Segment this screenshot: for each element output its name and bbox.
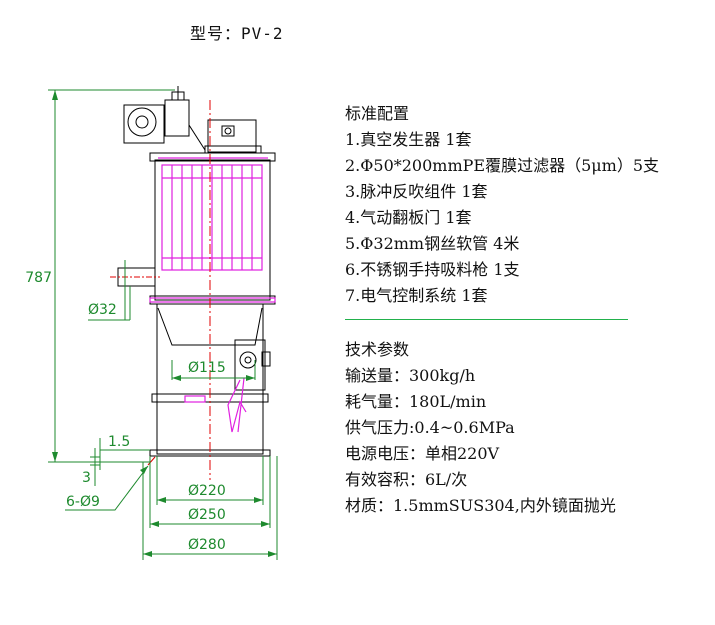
inlet-diameter-dimension: Ø32: [88, 302, 117, 318]
standard-config-heading: 标准配置: [345, 104, 410, 123]
list-item: 有效容积：6L/次: [345, 470, 468, 489]
filter-bags: [149, 157, 276, 433]
list-item: 供气压力:0.4~0.6MPa: [345, 418, 515, 437]
thickness-dimension: 1.5: [108, 434, 130, 450]
holes-dimension: 6-Ø9: [66, 494, 100, 510]
list-item: 6.不锈钢手持吸料枪 1支: [345, 260, 520, 279]
list-item: 4.气动翻板门 1套: [345, 208, 472, 227]
base-dimension: 3: [82, 470, 91, 486]
outlet-diameter-dimension: Ø115: [188, 360, 226, 376]
section-divider: [345, 319, 628, 320]
height-dimension: 787: [25, 270, 52, 286]
diameter-250-dimension: Ø250: [188, 507, 226, 523]
list-item: 2.Φ50*200mmPE覆膜过滤器（5μm）5支: [345, 156, 660, 175]
list-item: 电源电压：单相220V: [345, 444, 500, 463]
loader-body: [117, 86, 276, 457]
list-item: 3.脉冲反吹组件 1套: [345, 182, 488, 201]
diameter-280-dimension: Ø280: [188, 537, 226, 553]
tech-params-list: 输送量：300kg/h 耗气量：180L/min 供气压力:0.4~0.6MPa…: [345, 363, 616, 519]
list-item: 输送量：300kg/h: [345, 366, 476, 385]
standard-config-list: 1.真空发生器 1套 2.Φ50*200mmPE覆膜过滤器（5μm）5支 3.脉…: [345, 127, 659, 309]
list-item: 7.电气控制系统 1套: [345, 286, 488, 305]
model-title: 型号：PV-2: [190, 24, 284, 43]
tech-params-heading: 技术参数: [345, 340, 410, 359]
dimension-lines: [48, 89, 278, 560]
list-item: 5.Φ32mm钢丝软管 4米: [345, 234, 520, 253]
list-item: 1.真空发生器 1套: [345, 130, 472, 149]
dimension-arrows: [52, 90, 277, 557]
list-item: 耗气量：180L/min: [345, 392, 487, 411]
diameter-220-dimension: Ø220: [188, 483, 226, 499]
list-item: 材质：1.5mmSUS304,内外镜面抛光: [345, 496, 616, 515]
